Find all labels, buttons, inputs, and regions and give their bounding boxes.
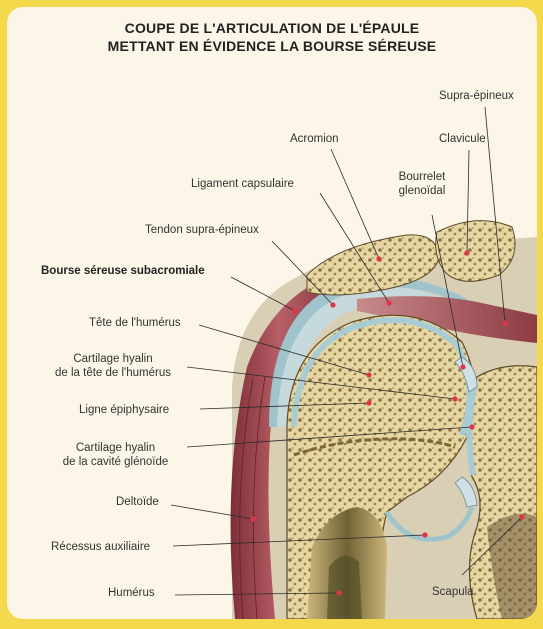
- label-acromion: Acromion: [290, 132, 339, 146]
- label-ligne-epiphysaire: Ligne épiphysaire: [79, 403, 169, 417]
- label-ligament-capsulaire: Ligament capsulaire: [191, 177, 294, 191]
- label-bourrelet-line1: Bourrelet: [387, 170, 457, 184]
- label-cartilage-tete-line1: Cartilage hyalin: [38, 352, 188, 366]
- label-bourrelet-line2: glenoïdal: [387, 184, 457, 198]
- label-cartilage-tete-line2: de la tête de l'humérus: [38, 366, 188, 380]
- title-line-1: COUPE DE L'ARTICULATION DE L'ÉPAULE: [7, 19, 537, 37]
- label-cartilage-cavite-line2: de la cavité glénoïde: [48, 455, 183, 469]
- label-cartilage-tete: Cartilage hyalin de la tête de l'humérus: [38, 352, 188, 380]
- label-deltoide: Deltoïde: [116, 495, 159, 509]
- label-supra-epineux: Supra-épineux: [439, 89, 514, 103]
- label-tendon-supra-epineux: Tendon supra-épineux: [145, 223, 259, 237]
- leader-acromion: [331, 149, 379, 259]
- label-recessus-auxiliaire: Récessus auxiliaire: [51, 540, 150, 554]
- diagram-title: COUPE DE L'ARTICULATION DE L'ÉPAULE METT…: [7, 19, 537, 55]
- label-humerus: Humérus: [108, 586, 155, 600]
- label-bourse-sereuse: Bourse séreuse subacromiale: [41, 264, 205, 278]
- label-cartilage-cavite: Cartilage hyalin de la cavité glénoïde: [48, 441, 183, 469]
- label-scapula: Scapula: [432, 585, 474, 599]
- label-clavicule: Clavicule: [439, 132, 486, 146]
- label-bourrelet-glenoidal: Bourrelet glenoïdal: [387, 170, 457, 198]
- label-tete-humerus: Tête de l'humérus: [89, 316, 181, 330]
- illustration-panel: COUPE DE L'ARTICULATION DE L'ÉPAULE METT…: [7, 7, 537, 619]
- title-line-2: METTANT EN ÉVIDENCE LA BOURSE SÉREUSE: [7, 37, 537, 55]
- label-cartilage-cavite-line1: Cartilage hyalin: [48, 441, 183, 455]
